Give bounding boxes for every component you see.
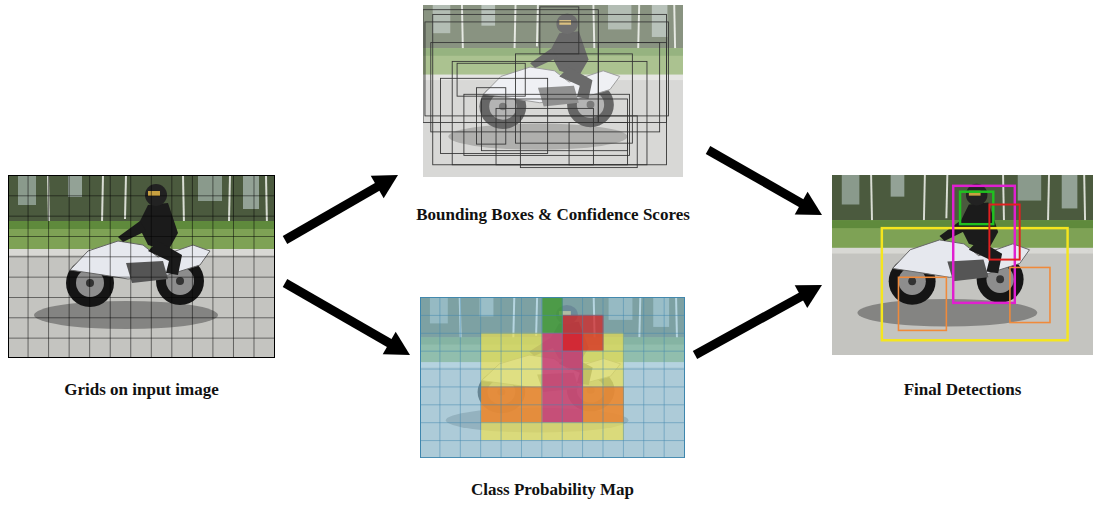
- panel-caption: Grids on input image: [64, 380, 218, 400]
- panel-caption: Bounding Boxes & Confidence Scores: [416, 205, 690, 225]
- flow-arrow: [695, 285, 822, 355]
- arrow-shaft: [285, 283, 391, 344]
- flow-arrow: [708, 150, 822, 215]
- image-panel: Grids on input image: [8, 175, 275, 400]
- image-panel: Final Detections: [832, 175, 1093, 400]
- panel-caption: Final Detections: [904, 380, 1022, 400]
- panel-caption: Class Probability Map: [471, 480, 634, 500]
- arrow-shaft: [708, 150, 803, 204]
- image-panel: Class Probability Map: [420, 297, 685, 500]
- arrow-head: [795, 192, 822, 215]
- arrow-head: [371, 175, 398, 198]
- arrow-shaft: [695, 296, 803, 355]
- flow-arrow: [285, 175, 398, 240]
- image-panel: Bounding Boxes & Confidence Scores: [408, 5, 698, 225]
- flow-arrow: [285, 283, 410, 355]
- arrow-head: [383, 332, 410, 355]
- arrow-shaft: [285, 186, 379, 240]
- arrow-head: [795, 285, 822, 308]
